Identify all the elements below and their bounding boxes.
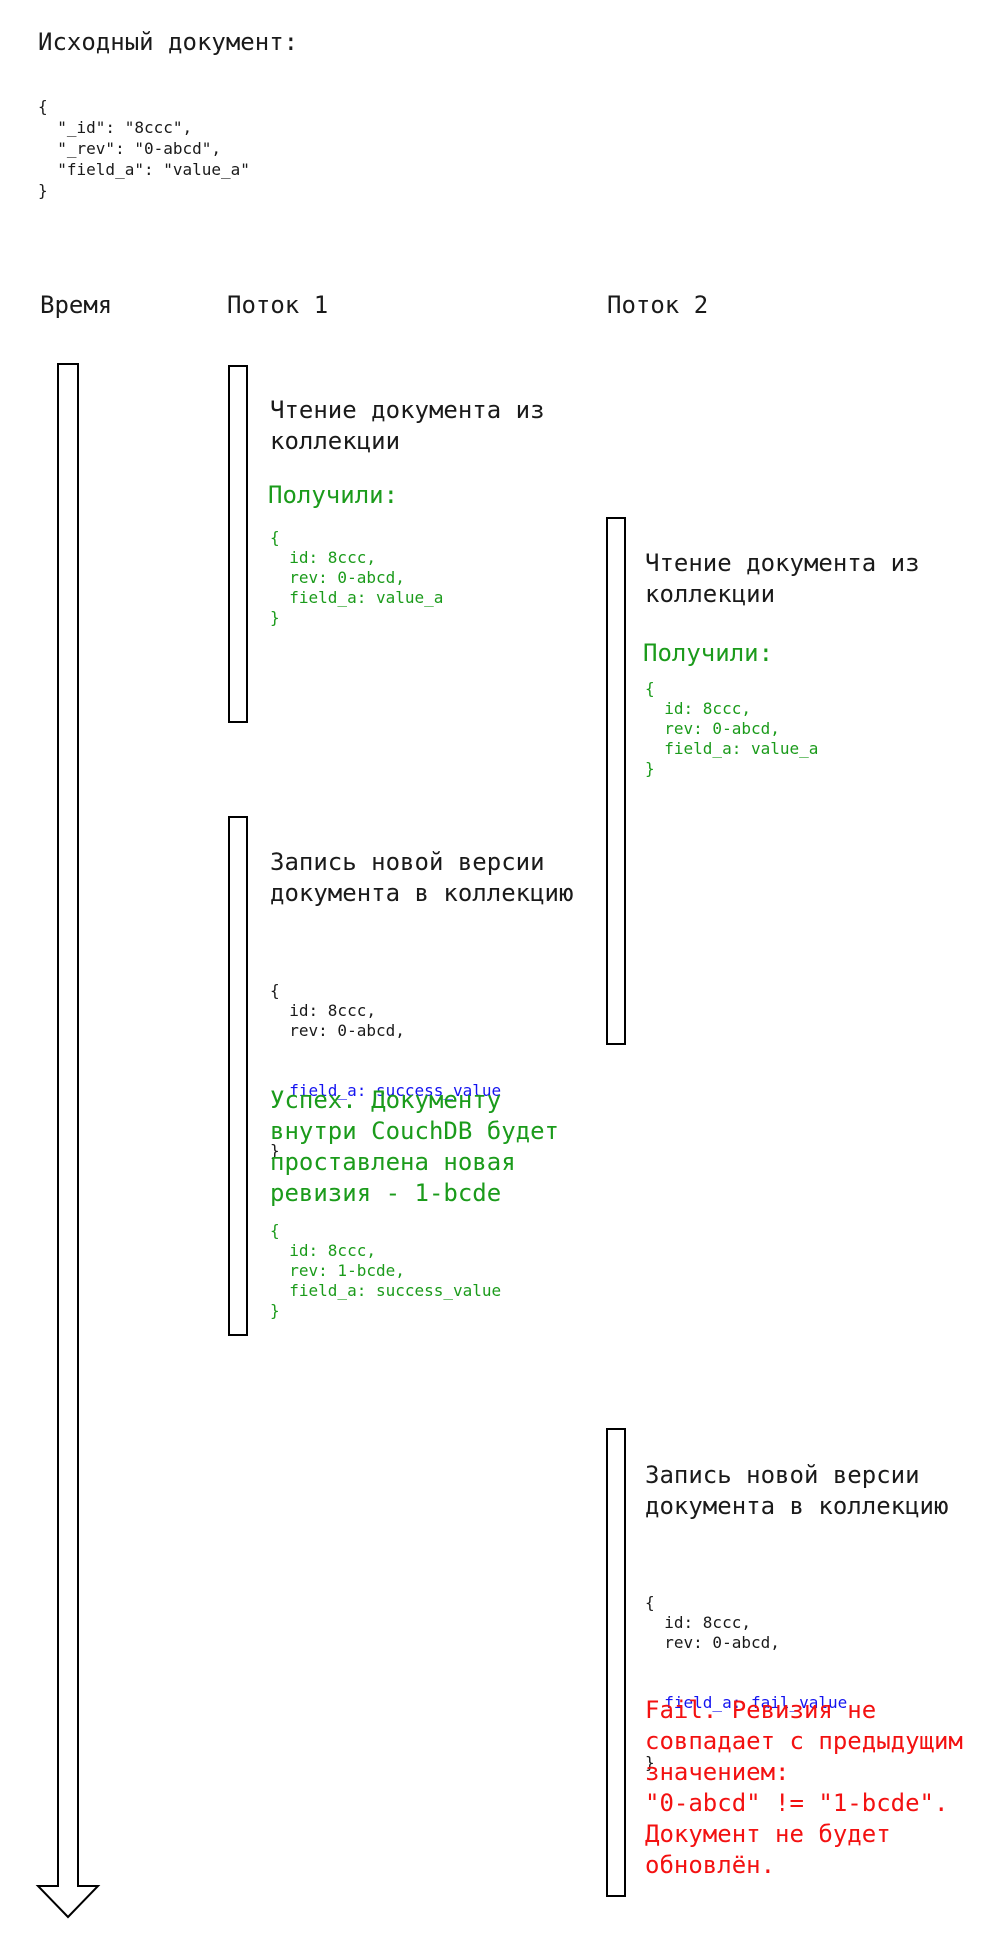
thread2-write-code-tail: } [645, 1753, 655, 1772]
intro-code: { "_id": "8ccc", "_rev": "0-abcd", "fiel… [38, 97, 250, 200]
thread1-read-result-code: { id: 8ccc, rev: 0-abcd, field_a: value_… [270, 528, 444, 627]
thread2-write-code-head: { id: 8ccc, rev: 0-abcd, [645, 1593, 780, 1652]
thread2-read-bar [606, 517, 626, 1045]
thread2-write-bar [606, 1428, 626, 1897]
thread1-write-bar [228, 816, 248, 1336]
thread1-write-code: { id: 8ccc, rev: 0-abcd, field_a: succes… [270, 941, 501, 1201]
thread2-read-action: Чтение документа из коллекции [645, 549, 920, 608]
thread1-write-action: Запись новой версии документа в коллекци… [270, 848, 574, 907]
thread2-write-code-changed: field_a: fail_value [645, 1693, 848, 1712]
thread1-read-result-label: Получили: [268, 481, 399, 509]
thread1-write-code-head: { id: 8ccc, rev: 0-abcd, [270, 981, 405, 1040]
thread1-write-code-changed: field_a: success_value [270, 1081, 502, 1100]
thread1-write-result-code: { id: 8ccc, rev: 1-bcde, field_a: succes… [270, 1221, 502, 1320]
thread1-write-status: Успех. Документу внутри CouchDB будет пр… [270, 1086, 559, 1207]
thread1-read-action: Чтение документа из коллекции [270, 396, 545, 455]
thread2-column-label: Поток 2 [607, 291, 709, 319]
thread2-read-result-code: { id: 8ccc, rev: 0-abcd, field_a: value_… [645, 679, 819, 778]
thread1-read-bar [228, 365, 248, 723]
thread2-read-result-label: Получили: [643, 639, 774, 667]
thread2-write-action: Запись новой версии документа в коллекци… [645, 1461, 949, 1520]
thread2-write-status: Fail. Ревизия не совпадает с предыдущим … [645, 1696, 963, 1879]
thread2-write-code: { id: 8ccc, rev: 0-abcd, field_a: fail_v… [645, 1553, 847, 1813]
intro-title: Исходный документ: [38, 28, 299, 56]
thread1-write-code-tail: } [270, 1141, 280, 1160]
time-column-label: Время [40, 291, 113, 319]
thread1-column-label: Поток 1 [227, 291, 329, 319]
time-arrow-icon [35, 363, 101, 1919]
